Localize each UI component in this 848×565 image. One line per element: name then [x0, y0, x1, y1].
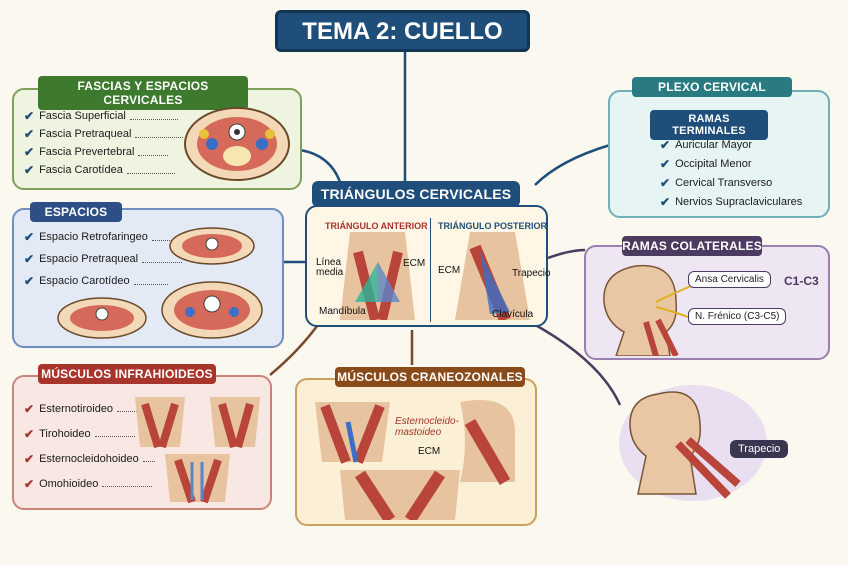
espacios-header: ESPACIOS: [30, 202, 122, 222]
posterior-triangle-illustration: [455, 232, 530, 320]
trapecio-circle-illustration: [619, 385, 767, 501]
check-icon: ✔: [660, 194, 671, 209]
infrahioideos-header: MÚSCULOS INFRAHIOIDEOS: [38, 364, 216, 384]
label-ecm-anterior: ECM: [403, 258, 426, 269]
plexo-header: PLEXO CERVICAL: [632, 77, 792, 97]
plexo-subheader: RAMAS TERMINALES: [650, 110, 768, 140]
craneozonales-header: MÚSCULOS CRANEOZONALES: [335, 367, 525, 387]
list-item: ✔Auricular Mayor: [660, 137, 753, 152]
craneozonal-muscles-illustration: [315, 400, 515, 520]
list-item: ✔Espacio Retrofaringeo: [24, 226, 182, 248]
triangulo-anterior-title: TRIÁNGULO ANTERIOR: [325, 221, 428, 231]
espacios-list: ✔Espacio Retrofaringeo ✔Espacio Pretraqu…: [24, 226, 183, 292]
label-ecm-posterior: ECM: [438, 265, 461, 276]
fascias-header: FASCIAS Y ESPACIOS CERVICALES: [38, 76, 248, 110]
tag-trapecio: Trapecio: [730, 440, 789, 458]
check-icon: ✔: [660, 175, 671, 190]
label-ecm-craneozonal: ECM: [418, 446, 441, 457]
page-title: TEMA 2: CUELLO: [275, 10, 530, 52]
label-esternocleidomastoideo: Esternocleido-mastoideo: [395, 416, 459, 438]
infrahyoid-muscles-illustration: [135, 397, 260, 504]
label-mandibula: Mandíbula: [319, 306, 366, 317]
check-icon: ✔: [24, 109, 35, 123]
head-profile-illustration: [603, 264, 697, 356]
check-icon: ✔: [24, 476, 35, 491]
triangulos-header: TRIÁNGULOS CERVICALES: [312, 181, 520, 207]
list-item: ✔Nervios Supraclaviculares: [660, 194, 803, 209]
check-icon: ✔: [24, 145, 35, 159]
triangulo-posterior-title: TRIÁNGULO POSTERIOR: [438, 221, 548, 231]
list-item: ✔Esternotiroideo: [24, 396, 155, 421]
check-icon: ✔: [24, 426, 35, 441]
colaterales-header: RAMAS COLATERALES: [622, 236, 762, 256]
anterior-triangle-illustration: [340, 232, 415, 320]
check-icon: ✔: [24, 163, 35, 177]
triangulo-divider: [430, 218, 431, 322]
check-icon: ✔: [24, 451, 35, 466]
list-item: ✔Omohioideo: [24, 471, 155, 496]
list-item: ✔Fascia Pretraqueal: [24, 125, 184, 143]
check-icon: ✔: [24, 401, 35, 416]
list-item: ✔Fascia Superficial: [24, 107, 183, 125]
fascias-list: ✔Fascia Superficial ✔Fascia Pretraqueal …: [24, 107, 184, 179]
list-item: ✔Occipital Menor: [660, 156, 752, 171]
list-item: ✔Fascia Prevertebral: [24, 143, 183, 161]
label-trapecio: Trapecio: [512, 268, 551, 279]
label-ansa-level: C1-C3: [784, 274, 819, 288]
check-icon: ✔: [24, 274, 35, 288]
list-item: ✔Esternocleidohoideo: [24, 446, 155, 471]
spaces-cross-section-illustrations: [57, 227, 263, 339]
infrahioideos-list: ✔Esternotiroideo ✔Tirohoideo ✔Esternocle…: [24, 396, 155, 496]
check-icon: ✔: [24, 127, 35, 141]
list-item: ✔Espacio Carotídeo: [24, 270, 182, 292]
list-item: ✔Cervical Transverso: [660, 175, 773, 190]
check-icon: ✔: [24, 230, 35, 244]
label-linea-media: Línea media: [316, 257, 344, 278]
tag-nervio-frenico: N. Frénico (C3-C5): [688, 308, 787, 325]
label-clavicula: Clavícula: [492, 309, 534, 320]
check-icon: ✔: [660, 156, 671, 171]
plexo-list: ✔Auricular Mayor ✔Occipital Menor ✔Cervi…: [660, 135, 802, 211]
neck-cross-section-illustration: [184, 107, 290, 181]
list-item: ✔Tirohoideo: [24, 421, 155, 446]
list-item: ✔Espacio Pretraqueal: [24, 248, 183, 270]
list-item: ✔Fascia Carotídea: [24, 161, 183, 179]
check-icon: ✔: [660, 137, 671, 152]
check-icon: ✔: [24, 252, 35, 266]
tag-ansa-cervicalis: Ansa Cervicalis: [688, 271, 771, 288]
